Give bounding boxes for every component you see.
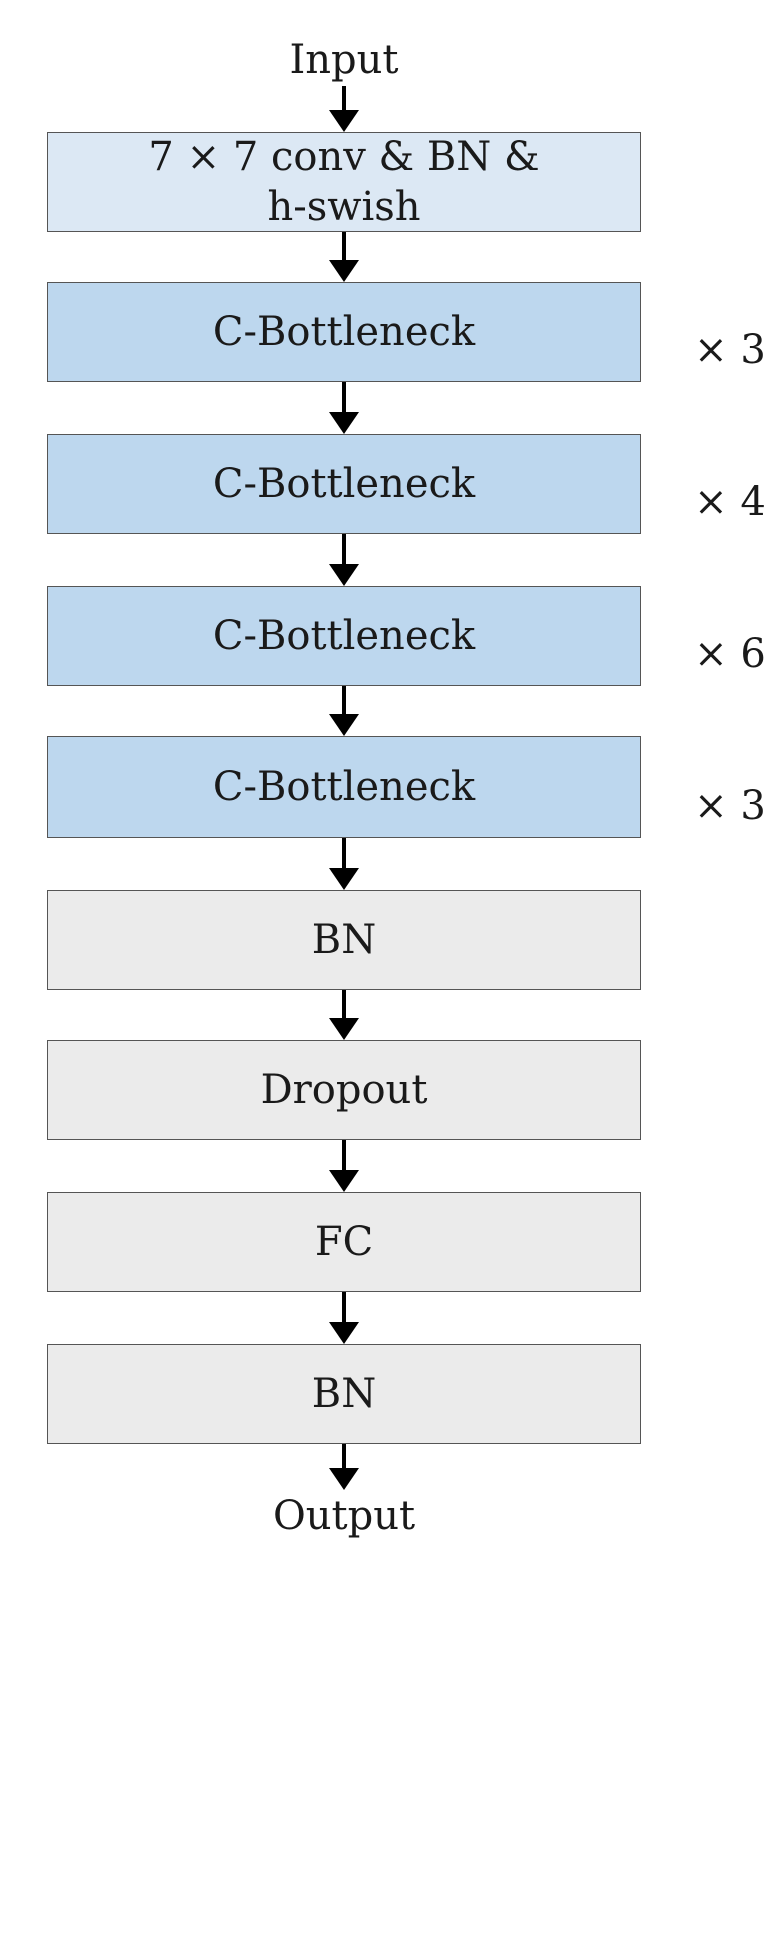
bottleneck-1-repeat: × 3 bbox=[694, 327, 766, 373]
bottleneck-2-label: C-Bottleneck bbox=[212, 461, 476, 507]
bottleneck-block-3: C-Bottleneck bbox=[47, 586, 641, 686]
bottleneck-2-repeat: × 4 bbox=[694, 479, 766, 525]
arrow-bn-to-output bbox=[329, 1444, 359, 1490]
dropout-block: Dropout bbox=[47, 1040, 641, 1140]
arrow-bottleneck-4-to-bn bbox=[329, 838, 359, 890]
bottleneck-block-1: C-Bottleneck bbox=[47, 282, 641, 382]
arrow-dropout-to-fc bbox=[329, 1140, 359, 1192]
batchnorm-block-2: BN bbox=[47, 1344, 641, 1444]
arrow-fc-to-bn bbox=[329, 1292, 359, 1344]
input-label: Input bbox=[289, 37, 399, 83]
stem-label-line1: 7 × 7 conv & BN & bbox=[148, 134, 540, 180]
bottleneck-1-label: C-Bottleneck bbox=[212, 309, 476, 355]
fully-connected-block: FC bbox=[47, 1192, 641, 1292]
arrow-stem-to-bottleneck-1 bbox=[329, 232, 359, 282]
bottleneck-3-label: C-Bottleneck bbox=[212, 613, 476, 659]
output-label: Output bbox=[272, 1493, 416, 1539]
bottleneck-4-repeat: × 3 bbox=[694, 783, 766, 829]
bottleneck-4-label: C-Bottleneck bbox=[212, 764, 476, 810]
stem-conv-block: 7 × 7 conv & BN & h-swish bbox=[47, 132, 641, 232]
bottleneck-3-repeat: × 6 bbox=[694, 631, 766, 677]
batchnorm-2-label: BN bbox=[311, 1371, 377, 1417]
fc-label: FC bbox=[314, 1219, 374, 1265]
arrow-bottleneck-1-to-2 bbox=[329, 382, 359, 434]
bottleneck-block-2: C-Bottleneck bbox=[47, 434, 641, 534]
bottleneck-block-4: C-Bottleneck bbox=[47, 736, 641, 838]
arrow-bottleneck-2-to-3 bbox=[329, 534, 359, 586]
stem-label-line2: h-swish bbox=[267, 184, 421, 230]
dropout-label: Dropout bbox=[260, 1067, 428, 1113]
arrow-input-to-stem bbox=[329, 86, 359, 132]
batchnorm-block-1: BN bbox=[47, 890, 641, 990]
arrow-bottleneck-3-to-4 bbox=[329, 686, 359, 736]
arrow-bn-to-dropout bbox=[329, 990, 359, 1040]
batchnorm-1-label: BN bbox=[311, 917, 377, 963]
